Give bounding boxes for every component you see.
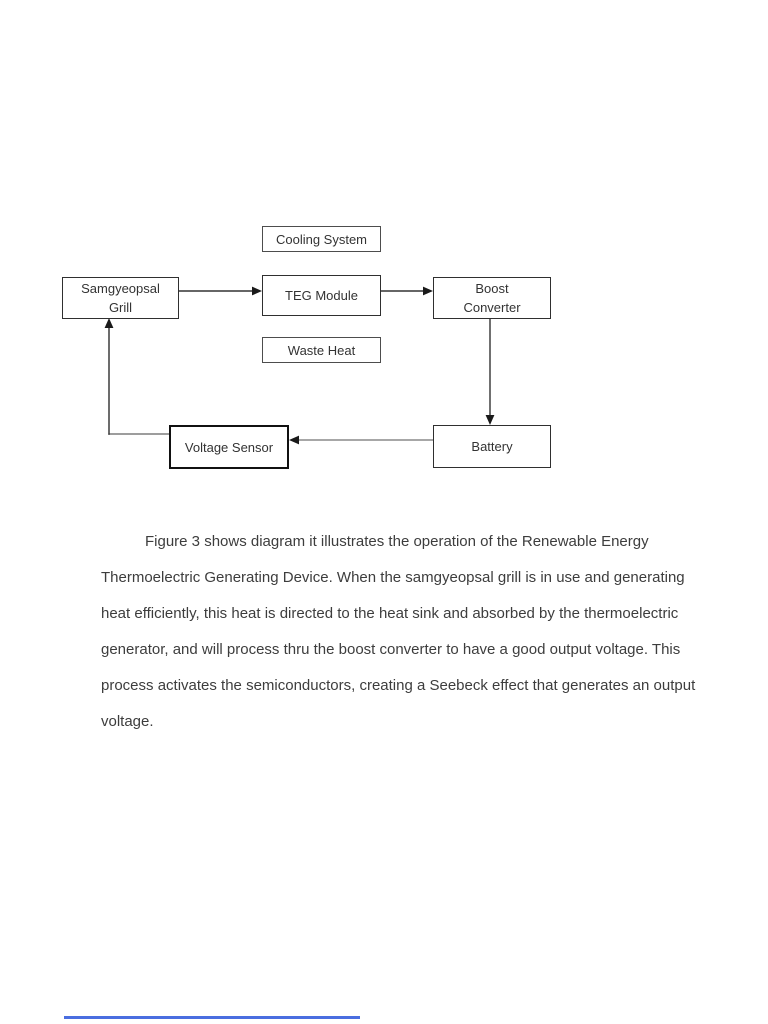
arrow-battery-to-voltage-sensor [289,435,433,445]
diagram-box-waste-heat: Waste Heat [262,337,381,363]
diagram-box-boost-converter: Boost Converter [433,277,551,319]
caption-line: Thermoelectric Generating Device. When t… [101,569,685,586]
boost-converter-label-line2: Converter [463,300,521,315]
boost-converter-label-line1: Boost [475,281,509,296]
waste-heat-label: Waste Heat [287,342,356,358]
arrow-voltage-sensor-to-grill [104,318,169,435]
voltage-sensor-label: Voltage Sensor [184,439,274,455]
diagram-box-battery: Battery [433,425,551,468]
diagram-box-teg-module: TEG Module [262,275,381,316]
teg-module-label: TEG Module [285,288,358,303]
footer-blue-rule [64,1016,360,1019]
caption-line: generator, and will process thru the boo… [101,641,681,658]
figure-caption-paragraph: Figure 3 shows diagram it illustrates th… [101,524,741,740]
diagram-box-samgyeopsal-grill: Samgyeopsal Grill [62,277,179,319]
samgyeopsal-grill-label-line2: Grill [108,300,133,315]
caption-line: Figure 3 shows diagram it illustrates th… [145,533,649,550]
caption-line: voltage. [101,713,154,730]
samgyeopsal-grill-label-line1: Samgyeopsal [81,281,160,296]
diagram-box-cooling-system: Cooling System [262,226,381,252]
caption-line: process activates the semiconductors, cr… [101,677,696,694]
diagram-box-voltage-sensor: Voltage Sensor [169,425,289,469]
battery-label: Battery [471,439,513,454]
caption-line: heat efficiently, this heat is directed … [101,605,679,622]
cooling-system-label: Cooling System [275,231,368,247]
arrow-grill-to-teg [179,286,262,296]
arrow-boost-to-battery [485,319,495,425]
arrow-teg-to-boost [381,286,433,296]
